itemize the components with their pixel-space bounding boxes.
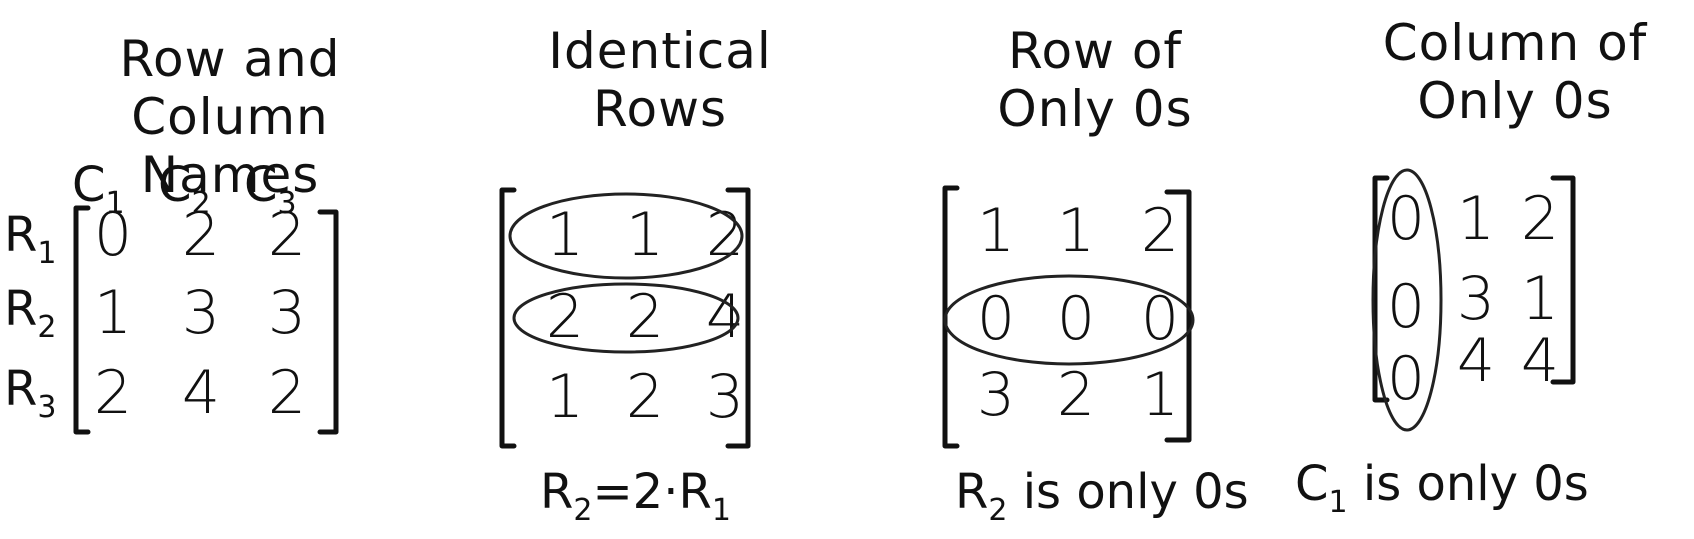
right-bracket — [317, 209, 339, 435]
panel-title: Column of Only 0s — [1365, 14, 1665, 130]
title-line-1: Row of — [1007, 22, 1183, 80]
title-line-2: Only 0s — [997, 80, 1193, 138]
matrix-cell: 0 — [976, 284, 1016, 354]
matrix-cell: 2 — [625, 282, 665, 352]
matrix-cell: 0 — [93, 200, 133, 270]
matrix-cell: 2 — [545, 282, 585, 352]
matrix-cell: 3 — [267, 278, 307, 348]
matrix-cell: 3 — [705, 362, 745, 432]
panel-column-of-zeros: Column of Only 0s 0 1 2 0 3 1 0 4 4 C1 i… — [1295, 0, 1694, 526]
matrix-cell: 1 — [625, 200, 665, 270]
panel-title: Row of Only 0s — [965, 22, 1225, 138]
matrix-cell: 1 — [1140, 360, 1180, 430]
matrix-cell: 2 — [1056, 360, 1096, 430]
column-name-c1: C1 — [72, 157, 125, 221]
matrix-cell: 4 — [181, 358, 221, 428]
matrix-cell: 1 — [1520, 264, 1560, 334]
row-name-r2: R2 — [4, 281, 57, 345]
matrix-cell: 2 — [181, 200, 221, 270]
matrix-cell: 1 — [1056, 196, 1096, 266]
matrix-cell: 2 — [267, 358, 307, 428]
matrix-cell: 0 — [1386, 184, 1426, 254]
matrix-cell: 3 — [181, 278, 221, 348]
panel-row-of-zeros: Row of Only 0s 1 1 2 0 0 0 3 2 1 R2 is o… — [942, 0, 1285, 528]
left-bracket — [942, 185, 960, 449]
title-line-2: Only 0s — [1417, 72, 1613, 130]
matrix-cell: 1 — [976, 196, 1016, 266]
matrix-cell: 2 — [267, 200, 307, 270]
matrix-cell: 2 — [1520, 184, 1560, 254]
matrix-cell: 1 — [1456, 184, 1496, 254]
title-line-1: Identical — [548, 22, 772, 80]
matrix-cell: 2 — [625, 362, 665, 432]
panel-row-column-names: Row and Column Names C1 C2 C3 R1 R2 R3 0… — [0, 0, 420, 526]
matrix-cell: 3 — [1456, 264, 1496, 334]
matrix-cell: 0 — [1140, 284, 1180, 354]
title-line-2: Column Names — [131, 88, 329, 204]
matrix-cell: 2 — [1140, 196, 1180, 266]
panel-caption: R2 is only 0s — [955, 464, 1249, 528]
matrix-cell: 2 — [705, 200, 745, 270]
matrix-cell: 0 — [1386, 344, 1426, 414]
matrix-cell: 4 — [1520, 326, 1560, 396]
title-line-1: Row and — [119, 30, 341, 88]
matrix-cell: 0 — [1386, 272, 1426, 342]
panel-caption: R2=2·R1 — [540, 464, 731, 528]
matrix-cell: 2 — [93, 358, 133, 428]
matrix-cell: 4 — [705, 282, 745, 352]
matrix-cell: 1 — [545, 362, 585, 432]
title-line-1: Column of — [1382, 14, 1648, 72]
left-bracket — [499, 187, 517, 449]
column-name-c3: C3 — [244, 157, 297, 221]
matrix-cell: 4 — [1456, 326, 1496, 396]
panel-identical-rows: Identical Rows 1 1 2 2 2 4 1 2 3 R2=2·R1 — [499, 0, 840, 528]
panel-caption: C1 is only 0s — [1295, 456, 1589, 520]
matrix-cell: 3 — [976, 360, 1016, 430]
row-name-r1: R1 — [4, 207, 57, 271]
panel-title: Row and Column Names — [60, 30, 400, 204]
matrix-cell: 1 — [545, 200, 585, 270]
panel-title: Identical Rows — [530, 22, 790, 138]
title-line-2: Rows — [592, 80, 728, 138]
row-name-r3: R3 — [4, 361, 57, 425]
matrix-cell: 1 — [93, 278, 133, 348]
column-name-c2: C2 — [158, 157, 211, 221]
matrix-cell: 0 — [1056, 284, 1096, 354]
